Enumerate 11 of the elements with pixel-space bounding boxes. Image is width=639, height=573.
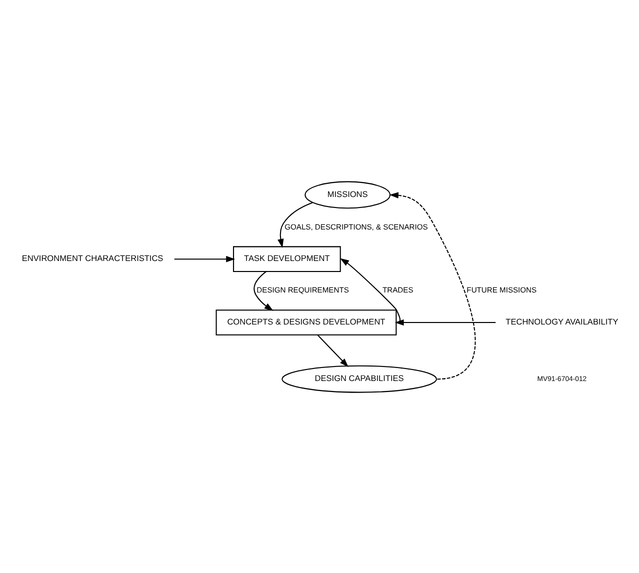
arrow (174, 255, 236, 262)
arrow (340, 258, 401, 322)
edge-label: GOALS, DESCRIPTIONS, & SCENARIOS (284, 222, 428, 231)
edge-label: FUTURE MISSIONS (466, 285, 537, 294)
edge-label: TRADES (382, 285, 414, 294)
arrow (278, 202, 313, 248)
edge-label: DESIGN REQUIREMENTS (256, 285, 349, 294)
arrow (254, 270, 274, 310)
arrow (317, 334, 349, 367)
arrow (389, 192, 476, 380)
arrow (394, 318, 496, 326)
